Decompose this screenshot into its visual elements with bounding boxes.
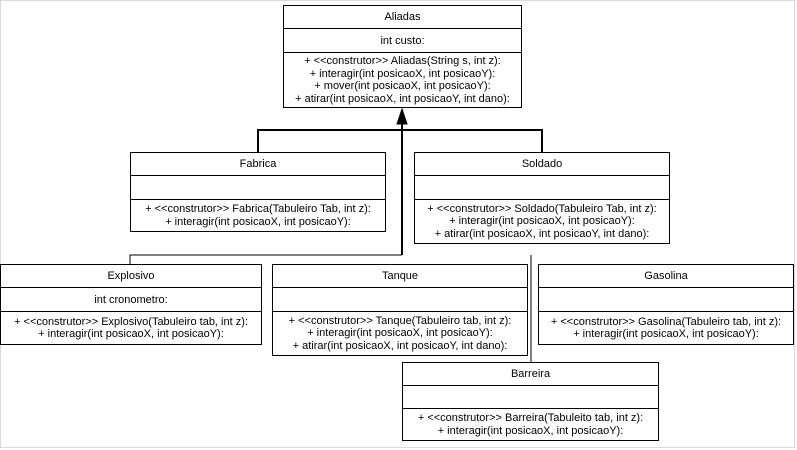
operation: + interagir(int posicaoX, int posicaoY): xyxy=(38,328,224,340)
class-operations: + <<construtor>> Soldado(Tabuleiro Tab, … xyxy=(415,199,669,243)
class-name: Soldado xyxy=(521,158,563,170)
class-aliadas[interactable]: Aliadas int custo: + <<construtor>> Alia… xyxy=(283,5,522,108)
class-attributes xyxy=(539,287,793,311)
class-attributes xyxy=(415,175,669,199)
class-attributes xyxy=(273,287,527,311)
generalization-branch-explosivo xyxy=(129,254,402,264)
class-operations: + <<construtor>> Explosivo(Tabuleiro tab… xyxy=(1,311,261,344)
class-operations: + <<construtor>> Fabrica(Tabuleiro Tab, … xyxy=(131,199,385,231)
class-explosivo[interactable]: Explosivo int cronometro: + <<construtor… xyxy=(0,264,262,345)
operation: + <<construtor>> Barreira(Tabuleito tab,… xyxy=(417,412,644,424)
generalization-branch xyxy=(257,129,543,152)
operation: + interagir(int posicaoX, int posicaoY): xyxy=(307,327,493,340)
operation: + <<construtor>> Aliadas(String s, int z… xyxy=(304,55,501,67)
class-operations: + <<construtor>> Barreira(Tabuleito tab,… xyxy=(403,408,658,440)
class-name: Gasolina xyxy=(644,270,688,282)
class-name: Tanque xyxy=(381,270,419,282)
operation: + interagir(int posicaoX, int posicaoY): xyxy=(309,67,496,80)
class-barreira[interactable]: Barreira + <<construtor>> Barreira(Tabul… xyxy=(402,362,659,441)
attribute: int cronometro: xyxy=(94,293,168,306)
class-operations: + <<construtor>> Tanque(Tabuleiro tab, i… xyxy=(273,311,527,355)
class-name: Barreira xyxy=(510,368,551,380)
operation: + interagir(int posicaoX, int posicaoY): xyxy=(437,424,624,437)
class-attributes: int cronometro: xyxy=(1,287,261,311)
class-attributes xyxy=(403,385,658,408)
generalization-arrowhead xyxy=(396,107,408,125)
operation: + <<construtor>> Gasolina(Tabuleiro tab,… xyxy=(550,315,782,328)
attribute: int custo: xyxy=(380,34,425,47)
class-name: Aliadas xyxy=(384,11,421,23)
operation: + <<construtor>> Soldado(Tabuleiro Tab, … xyxy=(427,202,657,215)
class-gasolina[interactable]: Gasolina + <<construtor>> Gasolina(Tabul… xyxy=(538,264,794,345)
class-fabrica[interactable]: Fabrica + <<construtor>> Fabrica(Tabulei… xyxy=(130,152,386,232)
class-operations: + <<construtor>> Aliadas(String s, int z… xyxy=(284,52,521,107)
operation: + atirar(int posicaoX, int posicaoY, int… xyxy=(295,92,510,105)
operation: + atirar(int posicaoX, int posicaoY, int… xyxy=(434,227,650,240)
class-operations: + <<construtor>> Gasolina(Tabuleiro tab,… xyxy=(539,311,793,344)
operation: + mover(int posicaoX, int posicaoY): xyxy=(314,80,491,92)
class-attributes: int custo: xyxy=(284,28,521,52)
operation: + interagir(int posicaoX, int posicaoY): xyxy=(165,215,351,228)
operation: + interagir(int posicaoX, int posicaoY): xyxy=(573,328,759,340)
operation: + atirar(int posicaoX, int posicaoY, int… xyxy=(292,339,508,352)
class-attributes xyxy=(131,175,385,199)
class-soldado[interactable]: Soldado + <<construtor>> Soldado(Tabulei… xyxy=(414,152,670,244)
operation: + interagir(int posicaoX, int posicaoY): xyxy=(449,215,635,228)
class-tanque[interactable]: Tanque + <<construtor>> Tanque(Tabuleiro… xyxy=(272,264,528,356)
class-name: Fabrica xyxy=(239,158,277,170)
operation: + <<construtor>> Explosivo(Tabuleiro tab… xyxy=(14,315,248,328)
operation: + <<construtor>> Fabrica(Tabuleiro Tab, … xyxy=(145,203,371,215)
class-name: Explosivo xyxy=(107,270,155,282)
operation: + <<construtor>> Tanque(Tabuleiro tab, i… xyxy=(288,314,512,327)
